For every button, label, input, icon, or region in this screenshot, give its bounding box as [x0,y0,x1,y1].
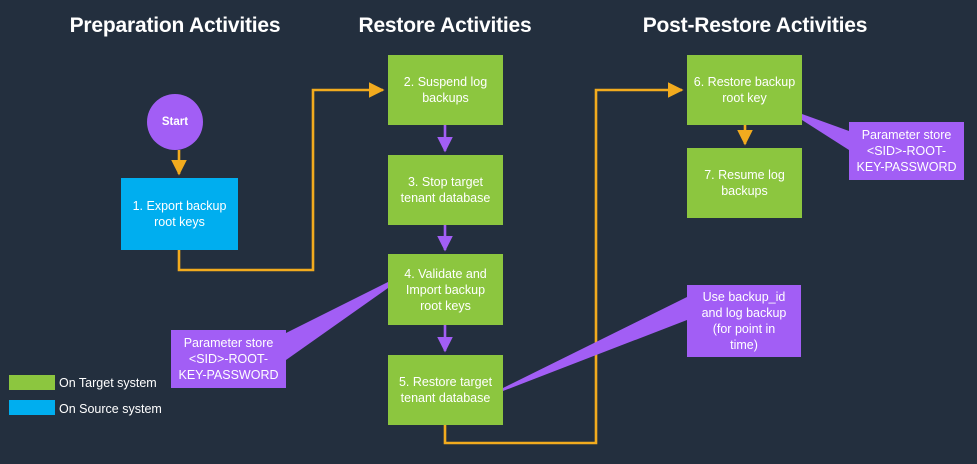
node-step5[interactable]: 5. Restore target tenant database [388,355,503,425]
legend-swatch-source [9,400,55,415]
legend-label-target: On Target system [59,376,157,390]
node-step2[interactable]: 2. Suspend log backups [388,55,503,125]
column-title-post-restore: Post-Restore Activities [642,14,868,37]
callout-param-store-left[interactable]: Parameter store <SID>-ROOT- KEY-PASSWORD [171,330,286,388]
leader-param-store-right [802,114,849,150]
node-step4[interactable]: 4. Validate and Import backup root keys [388,254,503,325]
legend-label-source: On Source system [59,402,162,416]
node-step6[interactable]: 6. Restore backup root key [687,55,802,125]
node-step7[interactable]: 7. Resume log backups [687,148,802,218]
node-start-label: Start [161,116,189,128]
column-title-preparation: Preparation Activities [69,14,281,37]
leader-param-store-left [286,282,388,360]
callout-param-store-right[interactable]: Parameter store <SID>-ROOT- KEY-PASSWORD [849,122,964,180]
column-title-restore: Restore Activities [358,14,532,37]
node-start[interactable]: Start [147,94,203,150]
legend-swatch-target [9,375,55,390]
leader-backup-id [503,297,687,391]
node-step1[interactable]: 1. Export backup root keys [121,178,238,250]
node-step3[interactable]: 3. Stop target tenant database [388,155,503,225]
callout-backup-id[interactable]: Use backup_id and log backup (for point … [687,285,801,357]
